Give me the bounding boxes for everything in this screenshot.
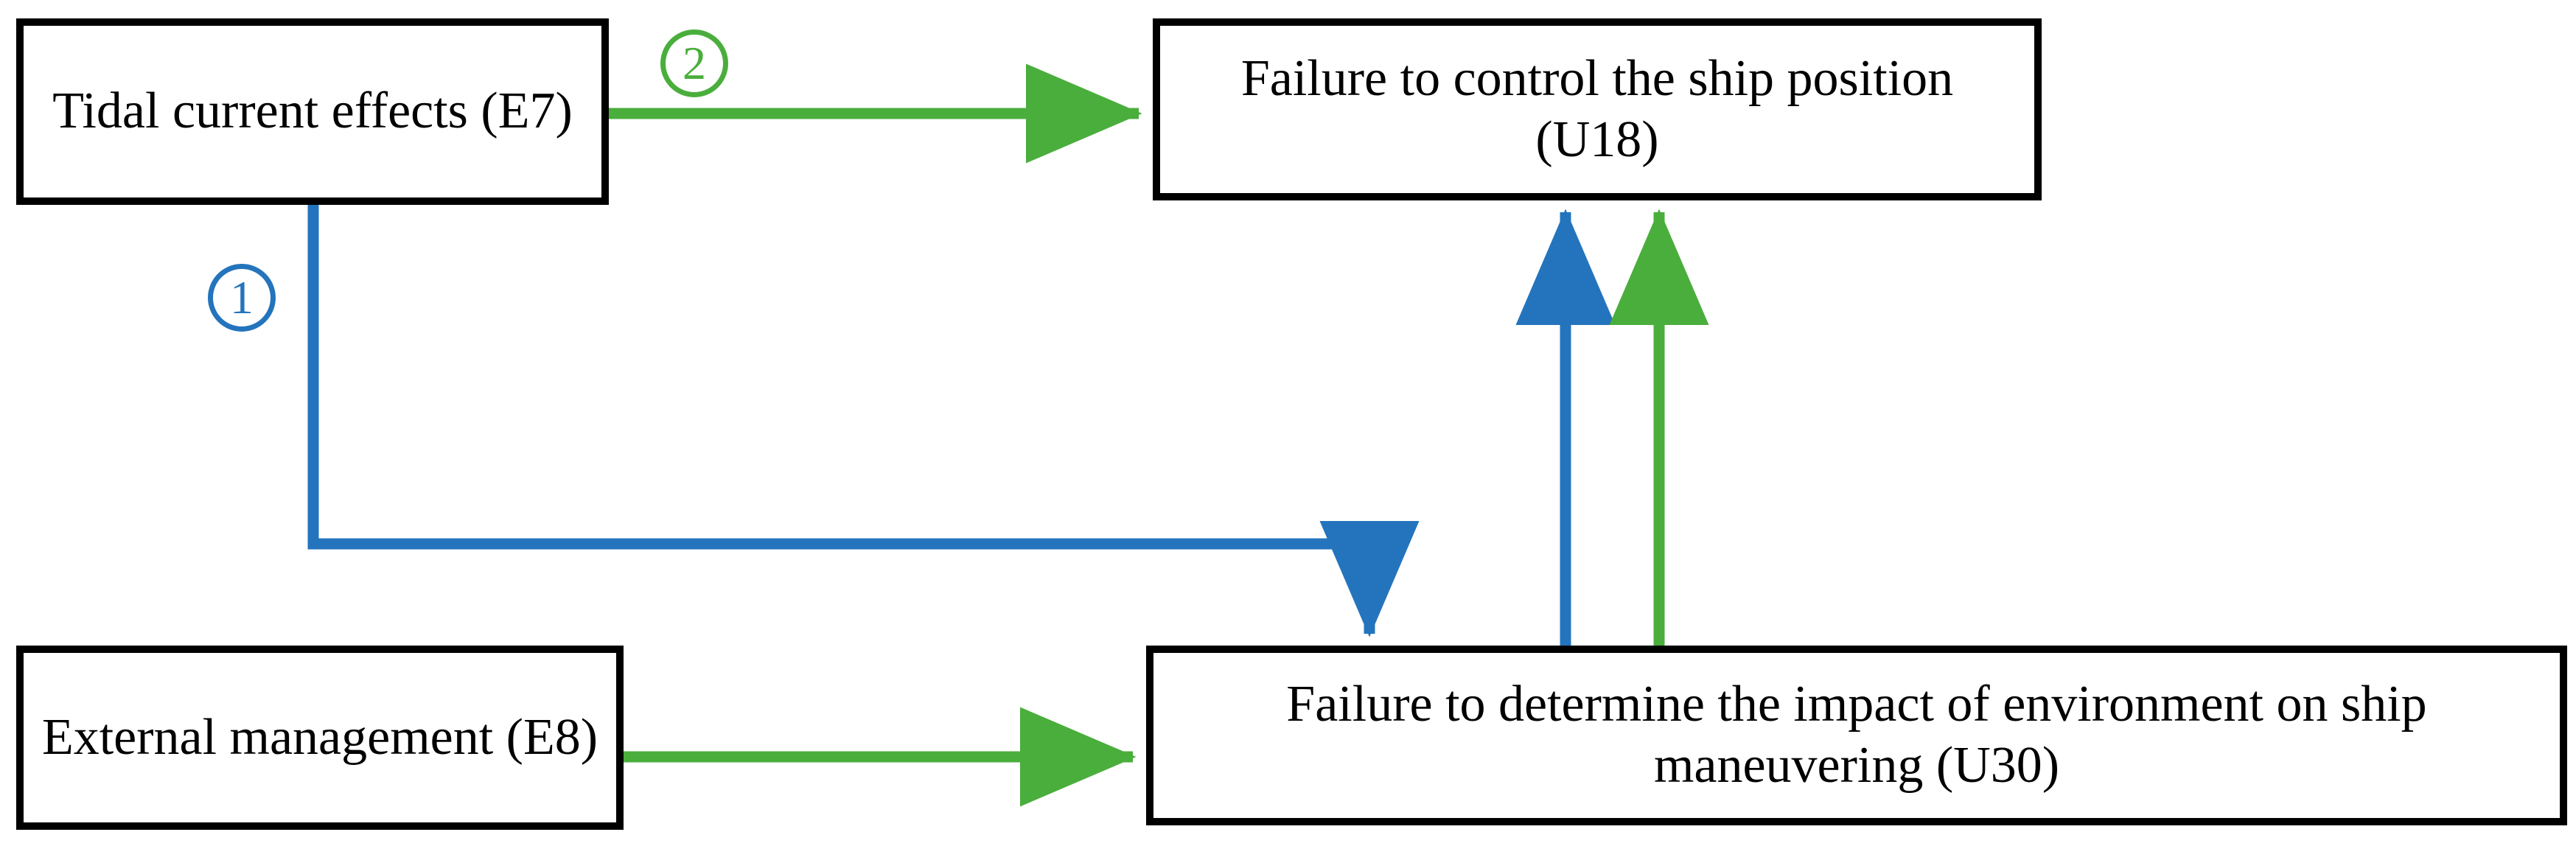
sequence-marker-1-icon: 1	[208, 264, 276, 332]
sequence-marker-1-text: 1	[230, 271, 254, 324]
sequence-marker-2-icon: 2	[660, 29, 728, 97]
node-failure-to-control-ship-position[interactable]: Failure to control the ship position (U1…	[1153, 18, 2042, 200]
node-label-u30: Failure to determine the impact of envir…	[1286, 676, 2427, 794]
node-tidal-current-effects[interactable]: Tidal current effects (E7)	[16, 18, 609, 205]
node-label-u18: Failure to control the ship position (U1…	[1240, 49, 1954, 168]
node-external-management[interactable]: External management (E8)	[16, 646, 624, 830]
node-failure-to-determine-impact-of-environment[interactable]: Failure to determine the impact of envir…	[1146, 646, 2567, 825]
node-label-e7: Tidal current effects (E7)	[52, 83, 573, 140]
node-label-e8: External management (E8)	[41, 708, 598, 766]
sequence-marker-2-text: 2	[683, 37, 706, 89]
edge-e7-to-u30[interactable]	[307, 205, 1420, 637]
